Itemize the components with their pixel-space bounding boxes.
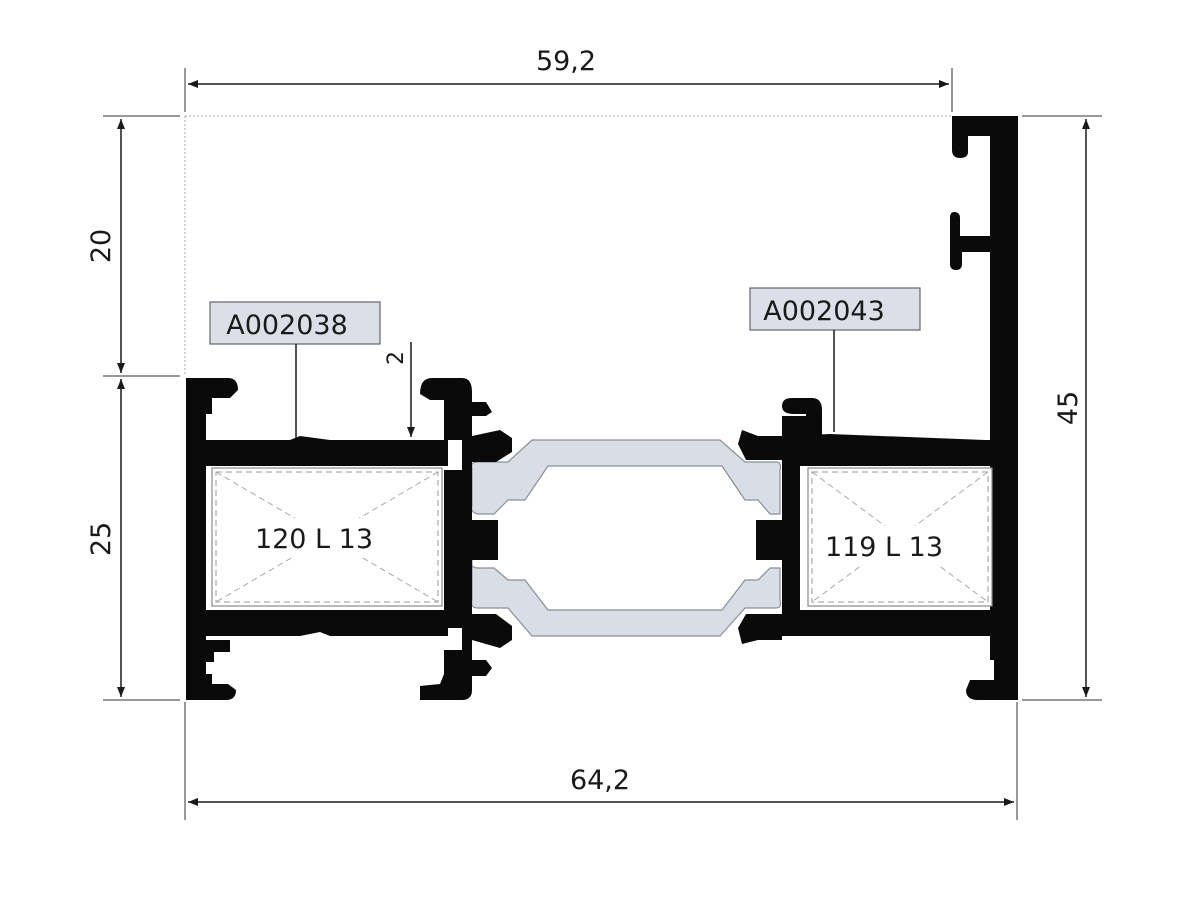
- dim-text-top: 59,2: [536, 46, 596, 77]
- right-part-label: A002043: [763, 296, 885, 327]
- thermal-strip-lower: [471, 559, 782, 637]
- dim-text-left-upper: 20: [86, 229, 117, 263]
- dim-text-bottom: 64,2: [570, 765, 630, 796]
- right-part-callout: A002043: [749, 287, 921, 432]
- reference-outline: [184, 115, 952, 376]
- right-chamber-label: 119 L 13: [825, 532, 943, 563]
- extension-lines: [103, 68, 1102, 820]
- left-chamber-label: 120 L 13: [255, 524, 373, 555]
- left-part-label: A002038: [226, 310, 348, 341]
- dim-text-gap: 2: [384, 351, 409, 365]
- dim-text-left-lower: 25: [86, 522, 117, 556]
- dim-text-right: 45: [1053, 391, 1084, 425]
- left-part-callout: A002038: [209, 301, 381, 438]
- right-chamber: 119 L 13: [807, 467, 993, 607]
- thermal-strip-upper: [471, 439, 782, 515]
- right-profile: [738, 116, 1018, 700]
- left-chamber: 120 L 13: [211, 467, 443, 607]
- left-profile: [186, 378, 512, 700]
- thermal-break: [471, 439, 782, 637]
